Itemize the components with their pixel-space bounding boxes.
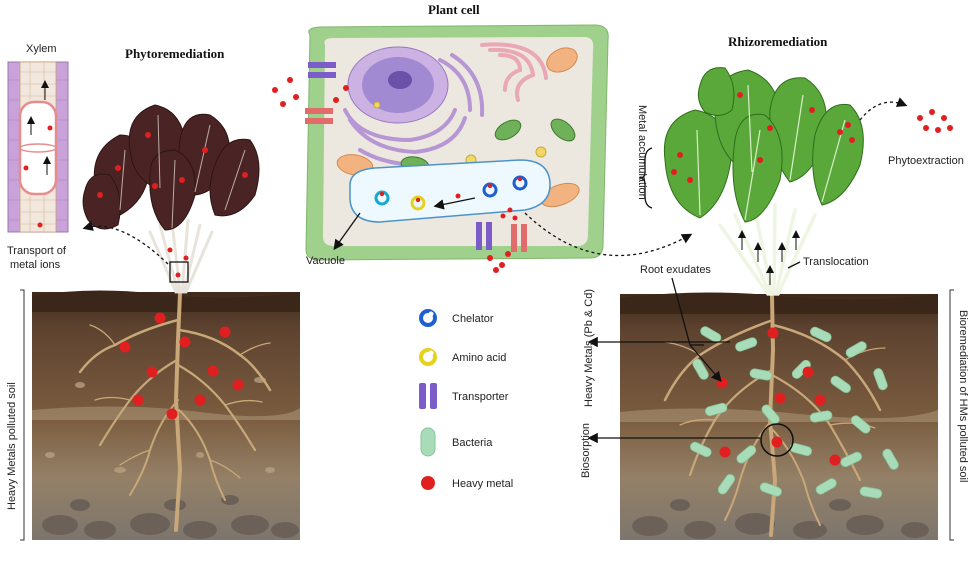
heavy-metals-left-soil — [119, 312, 244, 420]
legend-label-heavy-metal: Heavy metal — [452, 478, 513, 490]
left-plant — [82, 104, 260, 294]
heavy-metals-right-soil — [716, 327, 841, 466]
amino-acid-icon — [410, 195, 426, 211]
label-metal-accumulation: Metal accumulation — [636, 105, 648, 200]
label-xylem: Xylem — [26, 43, 57, 55]
connector-lines — [82, 97, 908, 444]
right-soil-block — [620, 292, 938, 540]
legend-transporter — [419, 383, 437, 409]
legend-label-chelator: Chelator — [452, 313, 494, 325]
label-left-soil: Heavy Metals polluted soil — [6, 382, 18, 510]
label-transport-line2: metal ions — [10, 259, 61, 271]
title-plant-cell: Plant cell — [428, 2, 480, 17]
label-phytoextraction: Phytoextraction — [888, 155, 964, 167]
xylem-inset — [7, 61, 69, 233]
label-root-exudates: Root exudates — [640, 264, 711, 276]
legend — [419, 309, 437, 490]
legend-heavy-metal — [421, 476, 435, 490]
phytoextraction-metals — [917, 109, 953, 133]
right-soil-bracket — [949, 289, 954, 541]
left-soil-block — [32, 290, 300, 540]
legend-label-amino-acid: Amino acid — [452, 352, 506, 364]
label-right-soil: Bioremediation of HMs polluted soil — [957, 310, 969, 482]
transporter-icon — [305, 62, 527, 252]
label-translocation: Translocation — [803, 256, 869, 268]
biosorption-highlight — [760, 423, 794, 457]
legend-bacteria — [420, 427, 436, 457]
label-heavy-metals-pb-cd: Heavy Metals (Pb & Cd) — [583, 289, 595, 407]
legend-chelator — [419, 309, 437, 327]
title-rhizoremediation: Rhizoremediation — [728, 34, 828, 49]
legend-label-bacteria: Bacteria — [452, 437, 493, 449]
left-soil-bracket — [20, 289, 25, 541]
label-transport-line1: Transport of — [7, 245, 67, 257]
legend-amino-acid — [419, 348, 437, 366]
right-plant — [663, 67, 864, 296]
legend-label-transporter: Transporter — [452, 391, 509, 403]
plant-cell — [272, 24, 609, 273]
label-biosorption: Biosorption — [580, 423, 592, 478]
title-phytoremediation: Phytoremediation — [125, 46, 225, 61]
label-vacuole: Vacuole — [306, 255, 345, 267]
